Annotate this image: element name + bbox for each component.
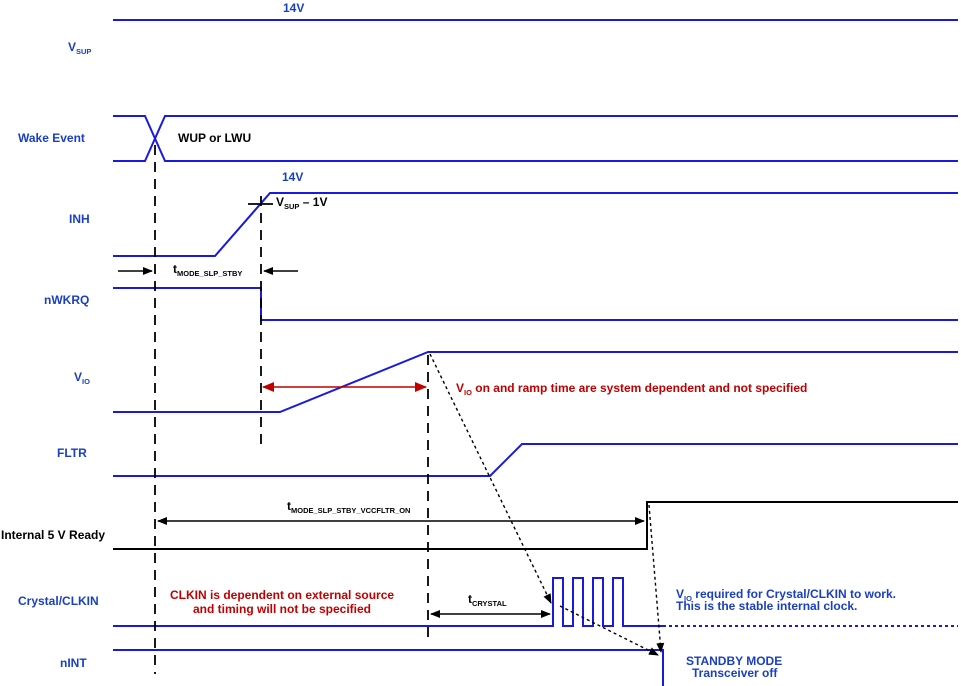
t-mode-slp-stby-label: tMODE_SLP_STBY <box>173 262 242 278</box>
internal-5v-ready-waveform <box>113 501 958 550</box>
t-crystal-label: tCRYSTAL <box>468 592 507 608</box>
vio-to-crystal-dotted-arrow <box>429 353 552 604</box>
wake-event-label: Wake Event <box>18 131 85 145</box>
ready-to-nint-dotted-arrow <box>648 504 665 653</box>
vsup-level-label: 14V <box>283 1 304 15</box>
internal-5v-ready-label: Internal 5 V Ready <box>1 528 105 542</box>
crystal-clkin-label: Crystal/CLKIN <box>18 594 99 608</box>
inh-waveform <box>113 192 958 257</box>
vio-required-note-line2: This is the stable internal clock. <box>676 599 857 613</box>
nwkrq-label: nWKRQ <box>44 293 89 307</box>
t-vccfltr-on-label: tMODE_SLP_STBY_VCCFLTR_ON <box>287 499 410 515</box>
clkin-note-line1: CLKIN is dependent on external source <box>170 588 394 602</box>
fltr-waveform <box>113 443 958 477</box>
fltr-label: FLTR <box>57 446 87 460</box>
inh-threshold-label: VSUP – 1V <box>276 195 327 211</box>
inh-level-label: 14V <box>282 170 303 184</box>
inh-label: INH <box>69 212 90 226</box>
vio-note: VIO on and ramp time are system dependen… <box>456 381 807 397</box>
crystal-clkin-waveform <box>113 577 663 627</box>
wake-event-type-label: WUP or LWU <box>178 131 251 145</box>
transceiver-off-label: Transceiver off <box>692 666 778 680</box>
wake-event-waveform <box>113 115 958 162</box>
clkin-note-line2: and timing will not be specified <box>193 602 371 616</box>
vsup-label: VSUP <box>68 40 91 56</box>
crystal-to-nint-dotted-arrow <box>559 605 659 656</box>
nint-waveform <box>113 649 664 686</box>
nint-label: nINT <box>60 656 87 670</box>
standby-mode-label: STANDBY MODE <box>686 654 782 668</box>
vio-label: VIO <box>74 370 90 386</box>
nwkrq-waveform <box>113 287 958 321</box>
vio-required-note-line1: VIO required for Crystal/CLKIN to work. <box>676 587 896 603</box>
